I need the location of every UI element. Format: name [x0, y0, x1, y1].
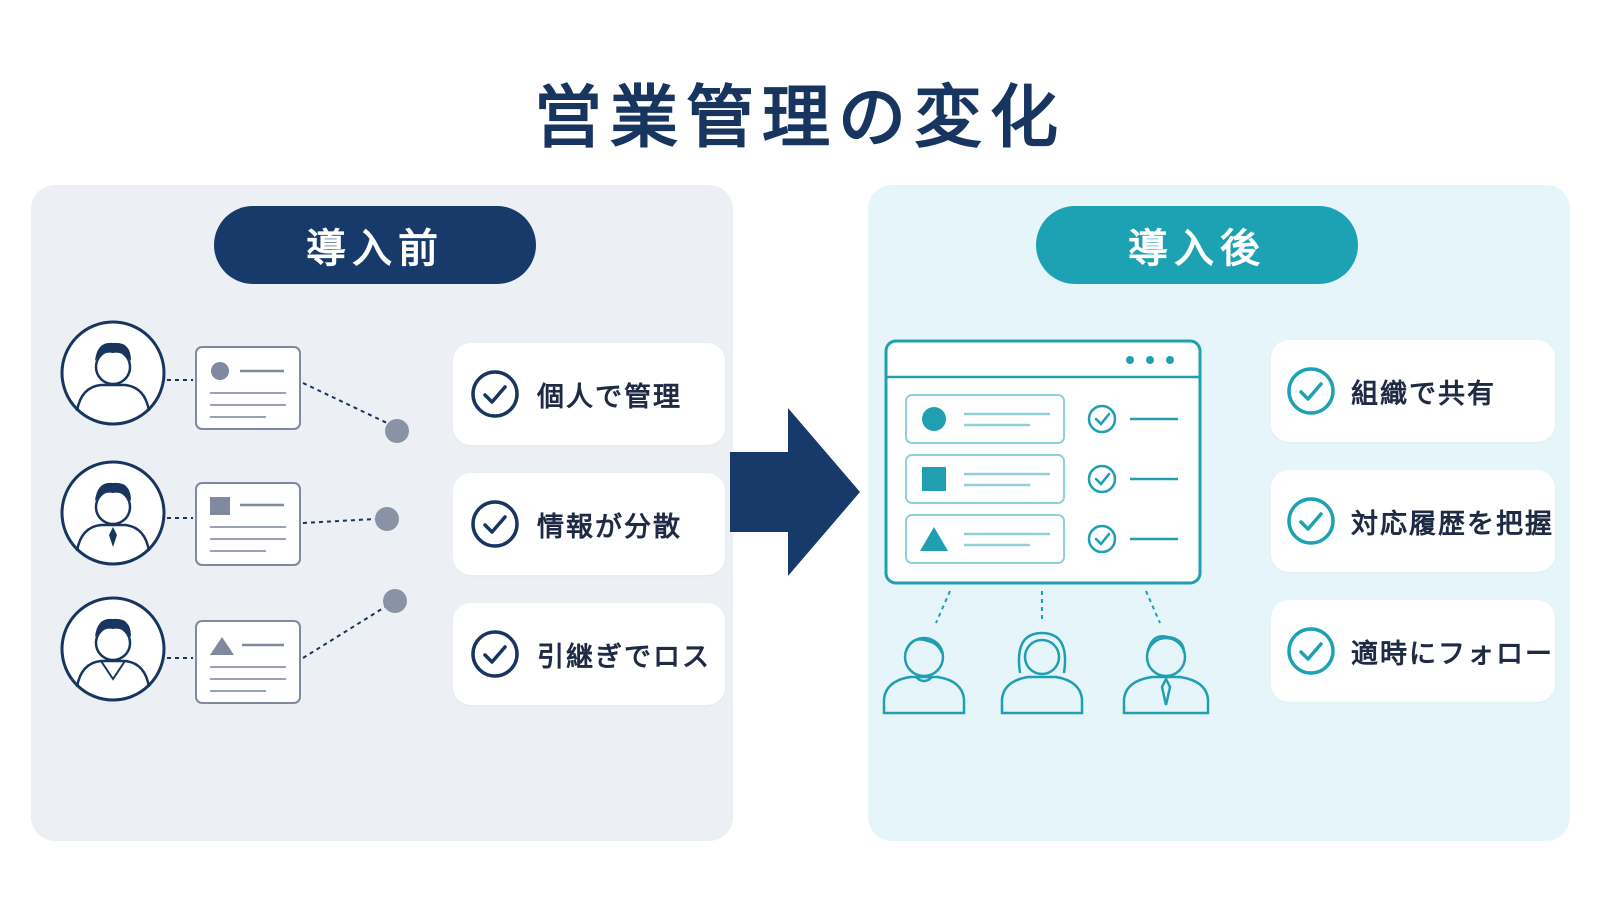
browser-window-icon — [884, 339, 1202, 585]
before-card: 引継ぎでロス — [453, 603, 725, 705]
person-icon — [60, 596, 166, 702]
after-item-label: 対応履歴を把握 — [1351, 508, 1554, 540]
after-card: 組織で共有 — [1271, 340, 1555, 442]
person-icon — [882, 636, 966, 715]
check-circle-icon — [471, 370, 519, 418]
dot-icon — [385, 419, 409, 443]
person-icon — [60, 460, 166, 566]
before-item-label: 引継ぎでロス — [537, 641, 711, 673]
before-panel: 導入前 — [31, 185, 733, 841]
check-circle-icon — [1287, 627, 1335, 675]
document-icon — [195, 482, 301, 566]
after-item-label: 適時にフォロー — [1351, 638, 1554, 670]
person-icon — [1122, 635, 1210, 715]
after-card: 対応履歴を把握 — [1271, 470, 1555, 572]
person-icon — [1000, 631, 1084, 715]
dot-icon — [375, 507, 399, 531]
before-illustration — [60, 320, 409, 704]
before-label: 導入前 — [214, 206, 536, 284]
person-icon — [60, 320, 166, 426]
document-icon — [195, 346, 301, 430]
after-item-label: 組織で共有 — [1351, 378, 1496, 410]
before-item-label: 情報が分散 — [537, 511, 682, 543]
check-circle-icon — [1287, 367, 1335, 415]
after-panel: 導入後 — [868, 185, 1570, 841]
document-icon — [195, 620, 301, 704]
page-title: 営業管理の変化 — [533, 79, 1066, 158]
check-circle-icon — [1287, 497, 1335, 545]
after-card: 適時にフォロー — [1271, 600, 1555, 702]
arrow-right-icon — [730, 408, 860, 576]
check-circle-icon — [471, 500, 519, 548]
before-card: 情報が分散 — [453, 473, 725, 575]
check-circle-icon — [471, 630, 519, 678]
after-label: 導入後 — [1036, 206, 1358, 284]
before-item-label: 個人で管理 — [537, 381, 682, 413]
before-card: 個人で管理 — [453, 343, 725, 445]
dot-icon — [383, 589, 407, 613]
after-illustration — [882, 339, 1210, 715]
